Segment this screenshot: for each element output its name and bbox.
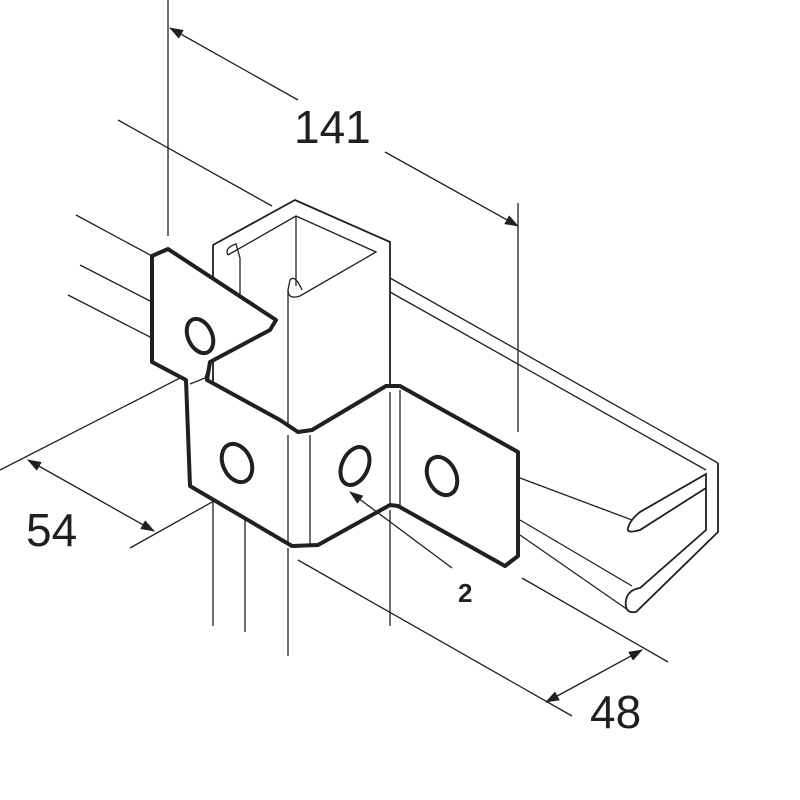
dimension-141: 141 bbox=[169, 27, 519, 227]
dimension-channel-label: 48 bbox=[590, 686, 641, 738]
dimension-width-label: 141 bbox=[294, 101, 371, 153]
horizontal-channel bbox=[389, 277, 719, 614]
callout-label: 2 bbox=[458, 578, 472, 608]
z-bracket bbox=[150, 247, 520, 568]
dimension-depth-label: 54 bbox=[26, 504, 77, 556]
extension-lines bbox=[0, 0, 669, 717]
dimension-54: 54 bbox=[26, 459, 155, 556]
callout-2: 2 bbox=[349, 491, 472, 608]
dimension-48: 48 bbox=[545, 649, 643, 738]
bolt-holes bbox=[184, 316, 460, 498]
